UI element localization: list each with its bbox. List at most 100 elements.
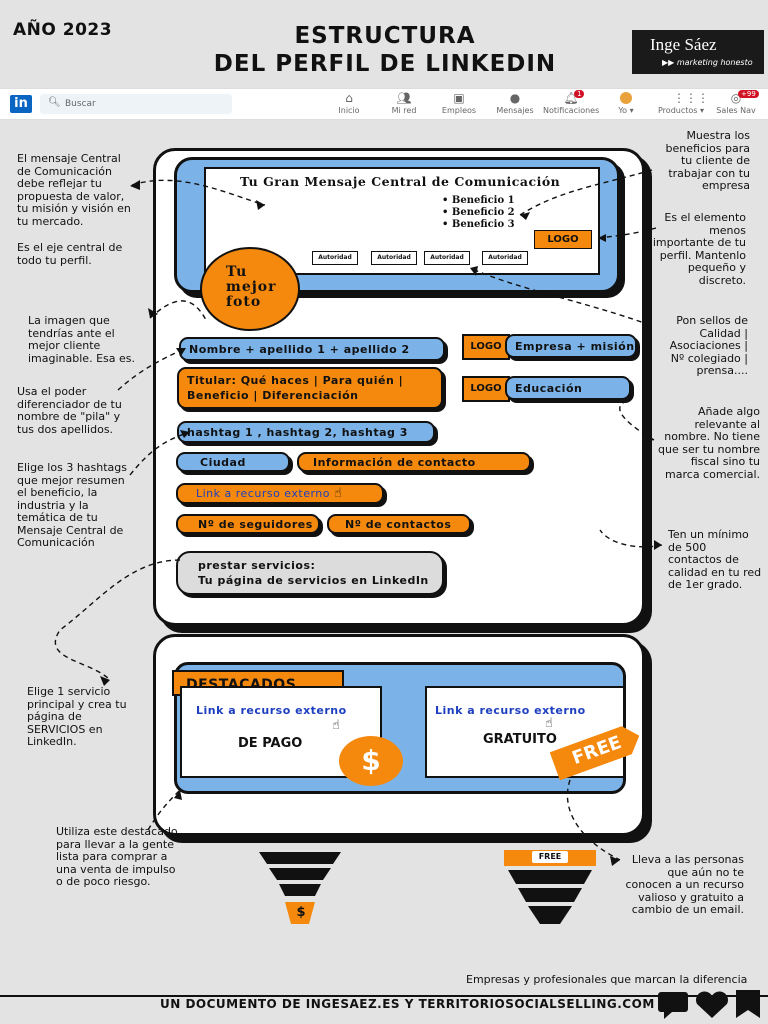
benefit-item: • Beneficio 1 (442, 195, 515, 206)
hashtags-label: hashtag 1 , hashtag 2, hashtag 3 (187, 425, 408, 439)
nav-label: Notificaciones (543, 106, 600, 115)
authority-badge: Autoridad (312, 251, 358, 265)
authority-badge: Autoridad (482, 251, 528, 265)
benefit-item: • Beneficio 2 (442, 207, 515, 218)
nav-label: Productos ▾ (658, 106, 704, 115)
search-input[interactable]: 🔍︎ Buscar (40, 94, 232, 114)
external-link-label: Link a recurso externo (196, 487, 331, 500)
sales-nav-badge: +99 (738, 90, 759, 98)
page-title-line1: ESTRUCTURA (294, 23, 476, 49)
briefcase-icon: ▣ (453, 91, 465, 105)
external-link-button[interactable]: Link a recurso externo ☝ (176, 483, 384, 504)
note-services: Elige 1 servicio principal y crea tu pág… (27, 685, 127, 748)
note-free-featured: Lleva a las personas que aún no te conoc… (625, 853, 745, 916)
company-logo: LOGO (462, 334, 510, 360)
footer-divider (0, 995, 768, 997)
headline-field: Titular: Qué haces | Para quién | Benefi… (177, 367, 443, 409)
hashtags-field: hashtag 1 , hashtag 2, hashtag 3 (177, 421, 435, 443)
nav-label: Yo ▾ (618, 106, 634, 115)
city-label: Ciudad (200, 455, 246, 469)
linkedin-logo-icon[interactable]: in (10, 95, 32, 113)
linkedin-navbar: in 🔍︎ Buscar ⌂Inicio 👥︎Mi red ▣Empleos ●… (0, 88, 768, 120)
note-photo: La imagen que tendrías ante el mejor cli… (28, 314, 135, 365)
followers-count: Nº de seguidores (176, 514, 320, 534)
name-label: Nombre + apellido 1 + apellido 2 (189, 342, 410, 356)
footer-credit: UN DOCUMENTO DE INGESAEZ.ES Y TERRITORIO… (160, 997, 655, 1011)
services-section[interactable]: prestar servicios: Tu página de servicio… (176, 551, 444, 595)
note-contacts: Ten un mínimo de 500 contactos de calida… (668, 528, 762, 591)
education-logo: LOGO (462, 376, 510, 402)
dollar-icon: $ (339, 736, 403, 786)
year-label: AÑO 2023 (13, 20, 113, 40)
brand-tagline: ▶▶ marketing honesto (662, 58, 753, 67)
free-label: GRATUITO (483, 732, 557, 747)
authority-badge: Autoridad (371, 251, 417, 265)
followers-label: Nº de seguidores (198, 517, 313, 531)
name-field: Nombre + apellido 1 + apellido 2 (179, 337, 445, 361)
company-field[interactable]: Empresa + misión (505, 334, 637, 358)
nav-messages[interactable]: ●Mensajes (487, 92, 543, 115)
nav-label: Inicio (338, 106, 360, 115)
benefit-item: • Beneficio 3 (442, 219, 515, 230)
authority-badge: Autoridad (424, 251, 470, 265)
pointer-hand-icon: ☝ (545, 716, 553, 731)
free-resource-link[interactable]: Link a recurso externo (435, 704, 586, 717)
photo-label: Tu mejor foto (226, 264, 277, 310)
services-title: prestar servicios: (198, 559, 316, 572)
headline-line: Beneficio | Diferenciación (187, 389, 359, 402)
nav-me[interactable]: Yo ▾ (598, 92, 654, 115)
compass-icon: ◎ (730, 91, 742, 105)
bookmark-icon (736, 990, 760, 1018)
services-link: Tu página de servicios en LinkedIn (198, 574, 429, 587)
banner-logo: LOGO (534, 230, 592, 249)
brand-logo: Inge Sáez ▶▶ marketing honesto (632, 30, 764, 74)
free-resource-card[interactable]: Link a recurso externo GRATUITO ☝ (425, 686, 625, 778)
chat-icon: ● (509, 91, 521, 105)
page-title-line2: DEL PERFIL DE LINKEDIN (213, 51, 557, 77)
brand-name: Inge Sáez (650, 35, 717, 54)
heart-icon (696, 991, 728, 1018)
notification-badge: 1 (574, 90, 585, 98)
comment-icon (658, 992, 688, 1019)
contacts-count[interactable]: Nº de contactos (327, 514, 471, 534)
note-headline: Añade algo relevante al nombre. No tiene… (658, 405, 760, 481)
funnel-dollar-label: $ (296, 905, 306, 920)
education-field[interactable]: Educación (505, 376, 631, 400)
funnel-free-tag: FREE (532, 851, 568, 863)
grid-icon: ⋮⋮⋮ (673, 91, 709, 105)
search-icon: 🔍︎ (48, 97, 61, 108)
nav-network[interactable]: 👥︎Mi red (376, 92, 432, 115)
education-label: Educación (515, 381, 583, 395)
paid-funnel-icon (259, 852, 341, 924)
note-company: Muestra los beneficios para tu cliente d… (665, 129, 750, 192)
network-icon: 👥︎ (396, 91, 412, 105)
footer-icons (658, 990, 760, 1019)
pointer-hand-icon: ☝ (332, 718, 340, 733)
note-central-axis: Es el eje central de todo tu perfil. (17, 241, 123, 267)
nav-label: Empleos (441, 106, 477, 115)
note-hashtags: Elige los 3 hashtags que mejor resumen e… (17, 461, 127, 549)
city-field: Ciudad (176, 452, 290, 472)
contacts-label: Nº de contactos (345, 517, 452, 531)
contact-info-label: Información de contacto (313, 455, 476, 469)
note-central-message: El mensaje Central de Comunicación debe … (17, 152, 131, 228)
note-paid-featured: Utiliza este destacado para llevar a la … (56, 825, 178, 888)
nav-products[interactable]: ⋮⋮⋮Productos ▾ (653, 92, 709, 115)
headline-line: Titular: Qué haces | Para quién | (187, 374, 404, 387)
benefits-list: • Beneficio 1 • Beneficio 2 • Beneficio … (442, 195, 515, 231)
nav-label: Mensajes (496, 106, 534, 115)
note-authority: Pon sellos de Calidad | Asociaciones | N… (669, 314, 748, 377)
paid-resource-link[interactable]: Link a recurso externo (196, 704, 347, 717)
nav-label: Mi red (391, 106, 417, 115)
profile-photo[interactable]: Tu mejor foto (200, 247, 300, 331)
contact-info-link[interactable]: Información de contacto (297, 452, 531, 472)
note-name: Usa el poder diferenciador de tu nombre … (17, 385, 122, 436)
nav-jobs[interactable]: ▣Empleos (431, 92, 487, 115)
nav-home[interactable]: ⌂Inicio (321, 92, 377, 115)
pointer-hand-icon: ☝ (334, 486, 343, 501)
home-icon: ⌂ (345, 91, 353, 105)
footer-tagline: Empresas y profesionales que marcan la d… (466, 973, 748, 986)
paid-label: DE PAGO (238, 736, 303, 751)
